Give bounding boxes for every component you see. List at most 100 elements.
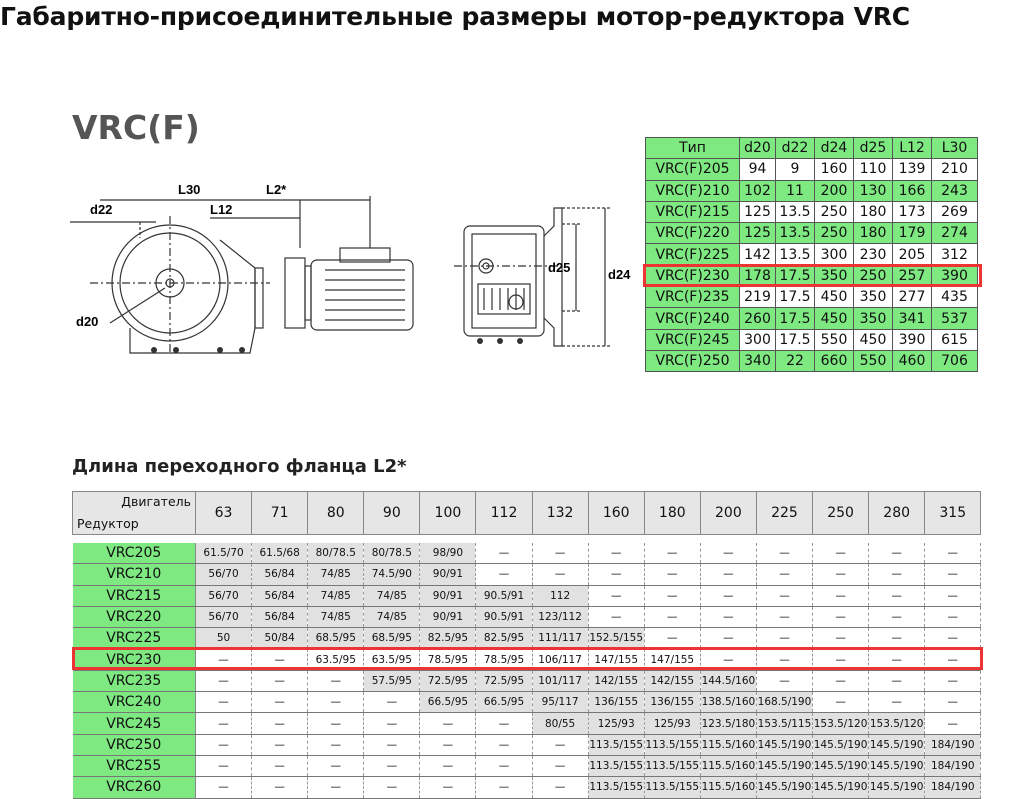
dims-value-cell: 166 (892, 179, 932, 202)
flange-length-cell: 90.5/91 (475, 606, 533, 629)
dims-value-cell: 160 (814, 158, 854, 181)
flange-length-cell: — (924, 585, 982, 607)
flange-length-cell: 56/70 (195, 585, 253, 607)
flange-length-cell: 74/85 (363, 585, 421, 607)
dims-value-cell: 17.5 (775, 307, 815, 330)
flange-length-cell: — (307, 712, 365, 735)
flange-length-cell: 113.5/155 (588, 734, 645, 756)
dims-header-2: d22 (775, 136, 815, 160)
flange-length-cell: — (363, 691, 421, 714)
flange-length-cell: 90/91 (419, 563, 477, 586)
dims-value-cell: 435 (931, 286, 978, 309)
dims-value-cell: 125 (739, 222, 776, 245)
dims-type-cell: VRC(F)220 (645, 222, 740, 245)
flange-length-cell: — (756, 648, 814, 671)
flange-length-cell: 111/117 (532, 627, 589, 650)
dims-header-1: d20 (739, 136, 776, 160)
flange-length-cell: 106/117 (532, 648, 589, 671)
dims-value-cell: 180 (853, 222, 893, 245)
flange-length-cell: 113.5/155 (644, 776, 701, 799)
dims-value-cell: 615 (931, 328, 978, 351)
dims-value-cell: 13.5 (775, 200, 815, 224)
flange-length-cell: 57.5/95 (363, 670, 421, 693)
flange-length-cell: — (756, 627, 814, 650)
flange-length-cell: — (363, 712, 421, 735)
motor-size-header: 112 (475, 491, 533, 535)
reducer-name-cell: VRC210 (72, 563, 196, 586)
dims-type-cell: VRC(F)235 (645, 286, 740, 309)
dims-value-cell: 230 (853, 243, 893, 266)
flange-length-cell: — (251, 712, 309, 735)
flange-length-cell: 115.5/160 (700, 734, 757, 756)
dims-value-cell: 300 (739, 328, 776, 351)
flange-length-cell: 80/55 (532, 712, 589, 735)
label-L12: L12 (210, 202, 232, 217)
dims-value-cell: 219 (739, 286, 776, 309)
flange-length-cell: — (251, 670, 309, 693)
flange-length-cell: 98/90 (419, 543, 477, 565)
dims-value-cell: 260 (739, 307, 776, 330)
dims-value-cell: 17.5 (775, 328, 815, 351)
flange-length-cell: 147/155 (588, 648, 645, 671)
flange-length-cell: — (644, 543, 701, 565)
flange-length-cell: 145.5/190 (868, 734, 926, 756)
flange-length-cell: 56/84 (251, 563, 309, 586)
flange-length-cell: 123.5/180 (700, 712, 757, 735)
gearmotor-front-view-drawing: d25 d24 (454, 207, 631, 347)
flange-length-cell: — (924, 648, 982, 671)
reducer-name-cell: VRC215 (72, 585, 196, 607)
section-title: VRC(F) (72, 108, 200, 147)
flange-length-cell: — (868, 606, 926, 629)
flange-length-cell: 184/190 (924, 755, 982, 778)
flange-length-cell: 142/155 (588, 670, 645, 693)
flange-length-cell: — (419, 734, 477, 756)
dims-value-cell: 660 (814, 349, 854, 373)
flange-length-cell: — (812, 691, 870, 714)
label-d20: d20 (76, 314, 98, 329)
flange-length-cell: 61.5/70 (195, 543, 253, 565)
dims-value-cell: 250 (814, 200, 854, 224)
flange-length-cell: 145.5/190 (812, 776, 870, 799)
flange-length-cell: — (644, 606, 701, 629)
flange-length-cell: 138.5/160 (700, 691, 757, 714)
flange-length-cell: — (307, 670, 365, 693)
flange-length-cell: — (363, 776, 421, 799)
flange-length-cell: 184/190 (924, 776, 982, 799)
motor-size-header: 63 (194, 491, 253, 535)
flange-length-cell: — (419, 712, 477, 735)
dims-type-cell: VRC(F)215 (645, 200, 740, 224)
dims-value-cell: 250 (853, 264, 893, 288)
reducer-name-cell: VRC250 (72, 734, 196, 756)
dims-header-6: L30 (931, 136, 978, 160)
flange-length-cell: 145.5/190 (868, 755, 926, 778)
flange-length-cell: — (251, 734, 309, 756)
flange-length-cell: 152.5/155 (588, 627, 645, 650)
motor-size-header: 250 (812, 491, 870, 535)
flange-length-cell: — (868, 585, 926, 607)
dims-type-cell: VRC(F)230 (645, 264, 740, 288)
label-d22: d22 (90, 202, 112, 217)
dims-value-cell: 130 (853, 179, 893, 202)
gearmotor-side-view-drawing: L30 L2* d22 L12 d20 (70, 182, 414, 354)
corner-reducer-label: Редуктор (77, 516, 139, 531)
flange-length-cell: — (251, 691, 309, 714)
flange-length-cell: 147/155 (644, 648, 701, 671)
dims-value-cell: 13.5 (775, 243, 815, 266)
flange-length-cell: 113.5/155 (588, 755, 645, 778)
flange-length-cell: 95/117 (532, 691, 589, 714)
dims-value-cell: 340 (739, 349, 776, 373)
flange-length-cell: 136/155 (644, 691, 701, 714)
flange-length-cell: 90/91 (419, 606, 477, 629)
flange-length-cell: — (924, 543, 982, 565)
flange-length-cell: — (812, 563, 870, 586)
motor-size-header: 180 (643, 491, 701, 535)
flange-length-cell: — (532, 734, 589, 756)
